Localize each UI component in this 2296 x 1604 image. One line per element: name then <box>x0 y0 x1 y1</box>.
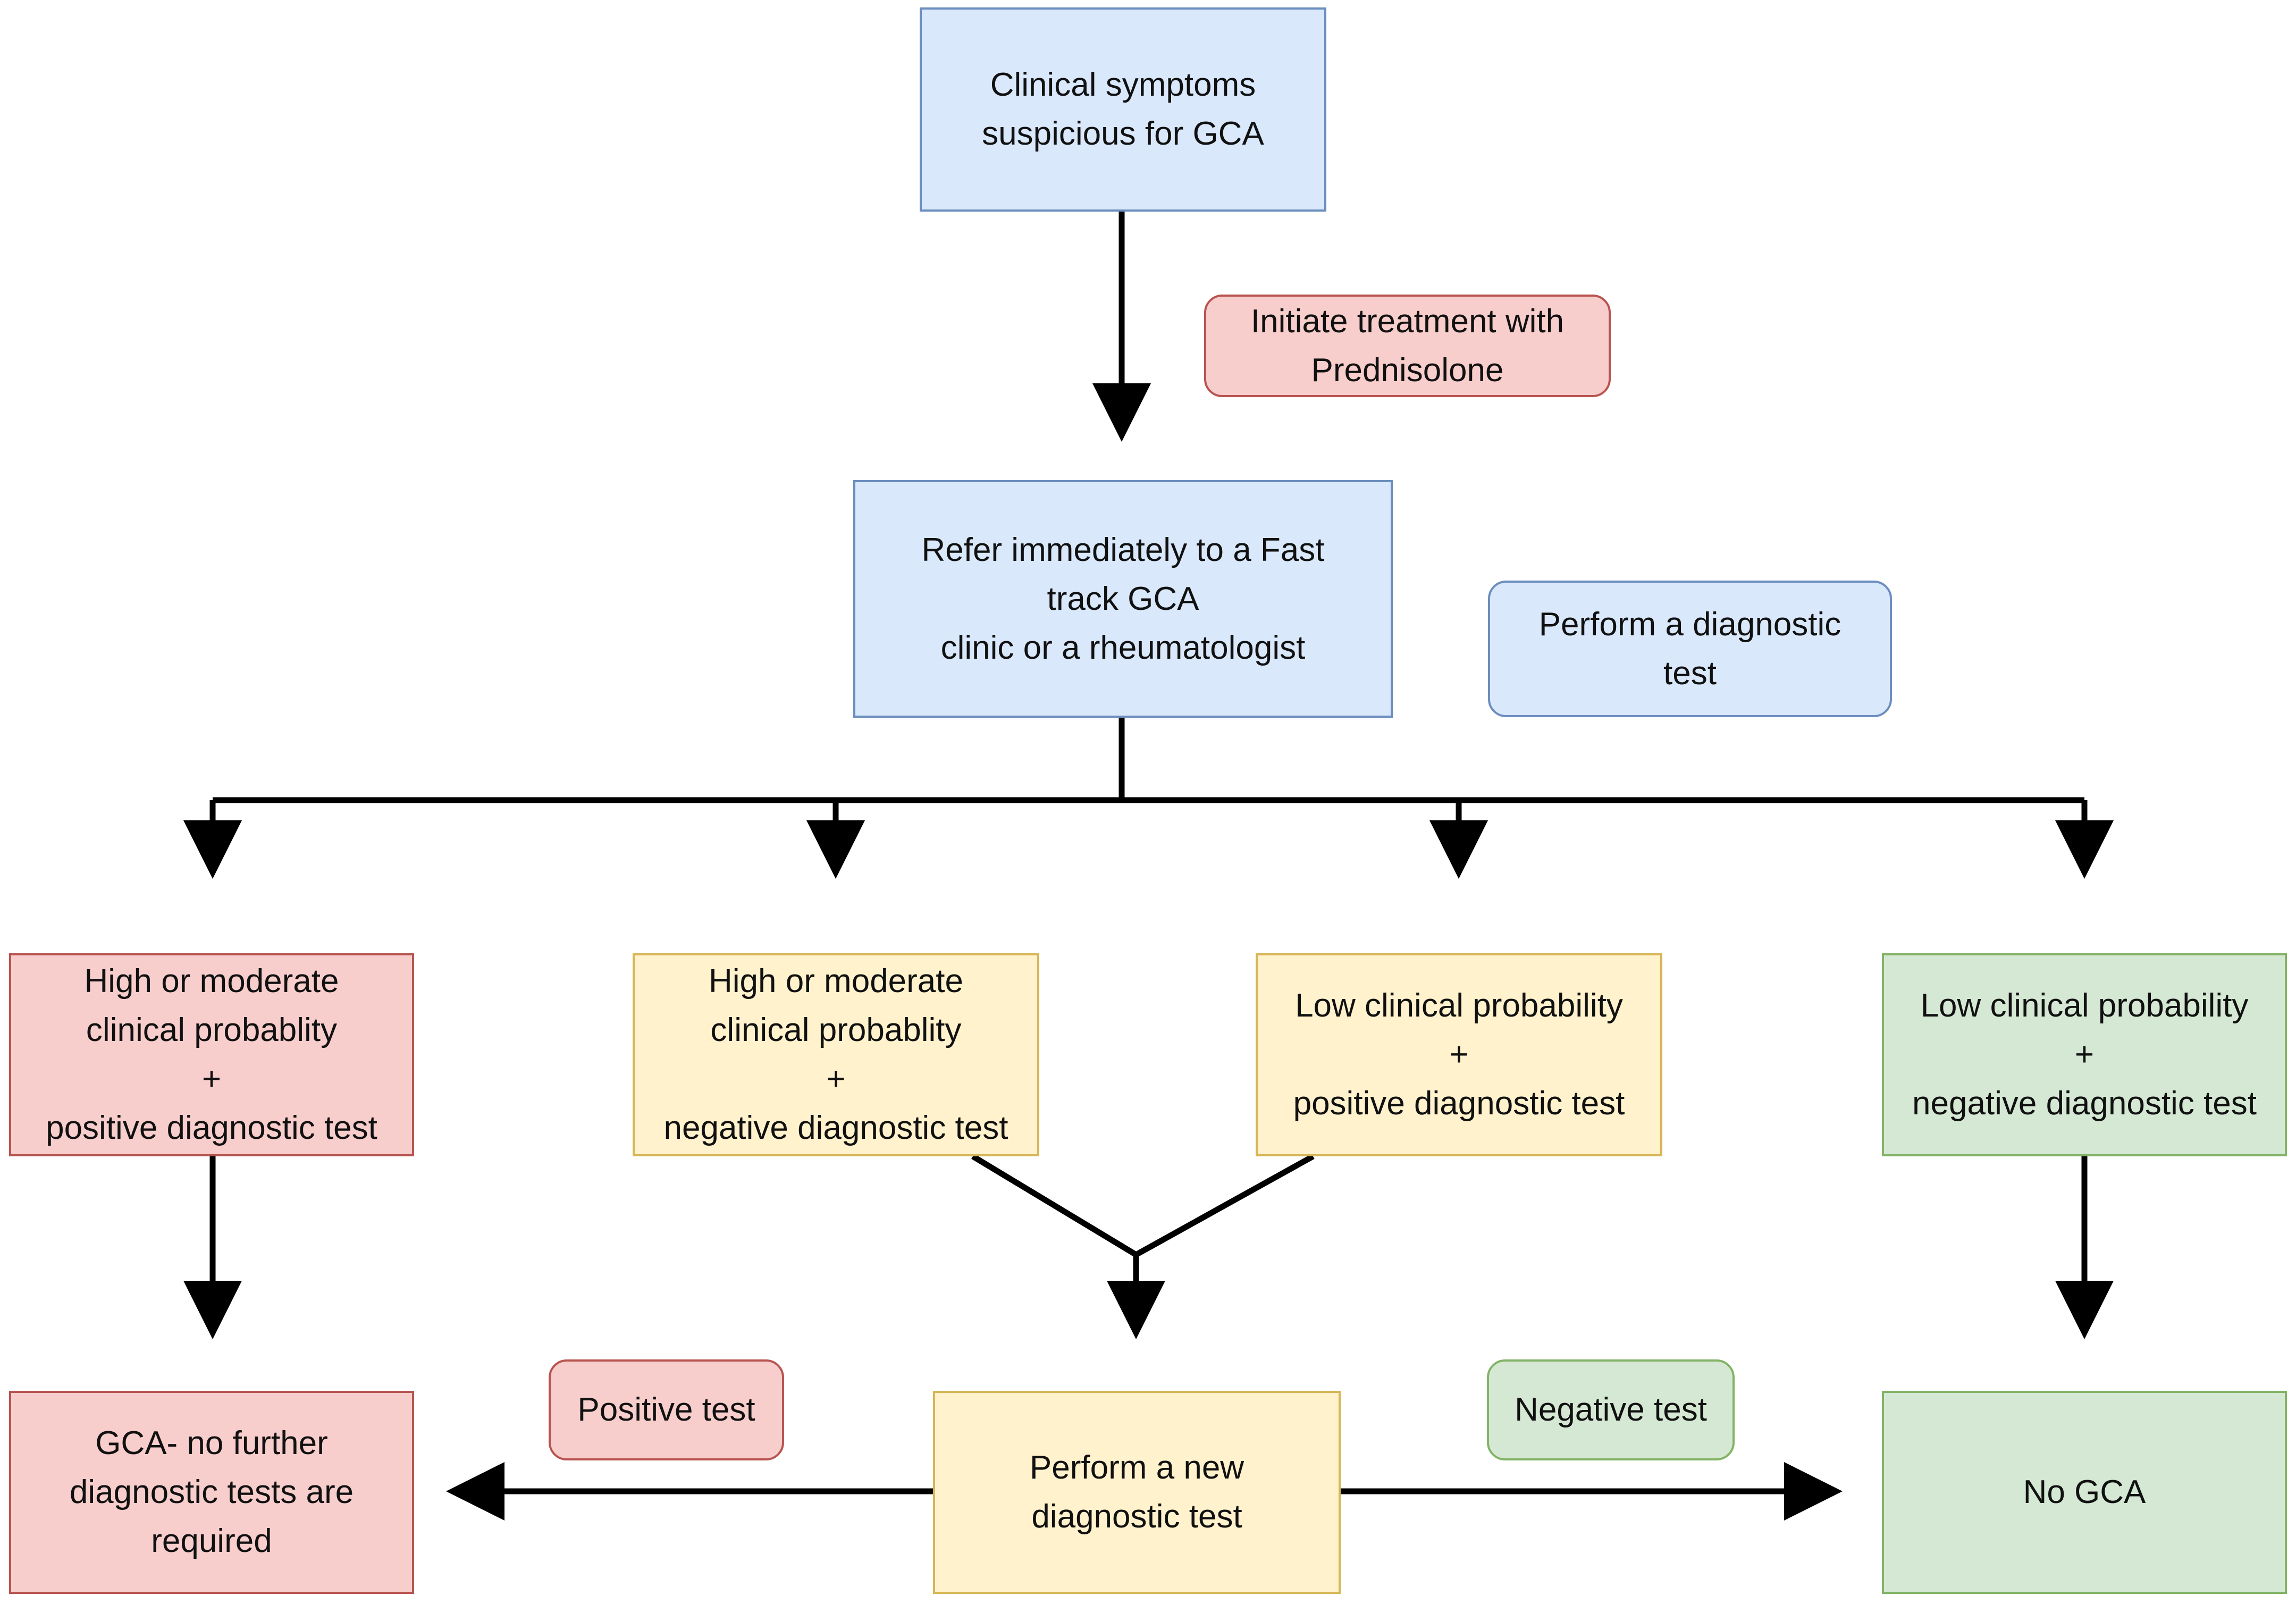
perform-test-note: Perform a diagnostic test <box>1488 581 1892 717</box>
positive-test-note: Positive test <box>549 1359 784 1460</box>
refer-box: Refer immediately to a Fast track GCA cl… <box>853 480 1393 718</box>
symptoms-box: Clinical symptoms suspicious for GCA <box>920 7 1326 212</box>
negative-test-note: Negative test <box>1487 1359 1735 1460</box>
low-positive-box: Low clinical probability + positive diag… <box>1256 953 1662 1156</box>
no-gca-box: No GCA <box>1882 1391 2287 1594</box>
high-negative-box: High or moderate clinical probablity + n… <box>633 953 1039 1156</box>
initiate-treatment-note: Initiate treatment with Prednisolone <box>1204 295 1611 397</box>
gca-confirmed-box: GCA- no further diagnostic tests are req… <box>9 1391 414 1594</box>
new-test-box: Perform a new diagnostic test <box>933 1391 1341 1594</box>
low-negative-box: Low clinical probability + negative diag… <box>1882 953 2287 1156</box>
high-positive-box: High or moderate clinical probablity + p… <box>9 953 414 1156</box>
connector-high-negative-to-merge <box>971 1154 1138 1257</box>
connector-low-positive-to-merge <box>1134 1154 1315 1257</box>
